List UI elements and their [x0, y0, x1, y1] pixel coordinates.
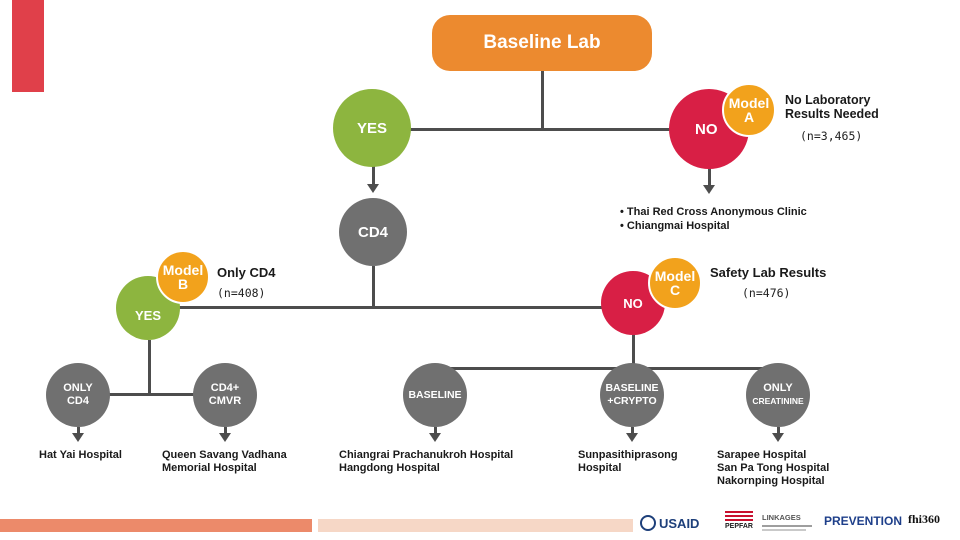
arrow-down-icon: [429, 433, 441, 442]
connector: [435, 367, 779, 370]
fhi360-text: fhi360: [908, 512, 941, 526]
hospital-item: Hangdong Hospital: [339, 462, 440, 474]
connector: [541, 71, 544, 129]
flag-icon: [725, 511, 753, 523]
leaf-line: +CRYPTO: [607, 395, 657, 407]
hospital-item: Chiangrai Prachanukroh Hospital: [339, 449, 514, 461]
hospital-item: Queen Savang Vadhana: [162, 449, 287, 461]
no-lab-line: Results Needed: [785, 107, 879, 121]
hospital-item: Nakornping Hospital: [717, 475, 825, 487]
no-label-c: NO: [623, 295, 643, 311]
prevention-text: PREVENTION: [824, 514, 903, 528]
site-item: • Thai Red Cross Anonymous Clinic: [620, 206, 807, 218]
hospital-list: Sunpasithiprasong Hospital: [578, 449, 678, 475]
safety-lab-count: (n=476): [742, 286, 791, 300]
hospital-item: Hat Yai Hospital: [39, 449, 122, 461]
connector: [372, 266, 375, 307]
prevention-logo: PREVENTION: [824, 514, 904, 532]
arrow-down-icon: [219, 433, 231, 442]
connector: [777, 427, 780, 434]
connector: [434, 427, 437, 434]
model-c-word: Model: [654, 268, 696, 284]
only-cd4-count: (n=408): [217, 286, 266, 300]
baseline-lab-title: Baseline Lab: [483, 32, 601, 53]
leaf-baseline-crypto: BASELINE +CRYPTO: [600, 363, 664, 427]
connector: [77, 427, 80, 434]
fhi360-logo: fhi360: [908, 512, 952, 532]
connector: [372, 128, 710, 131]
leaf-only-cd4: ONLY CD4: [46, 363, 110, 427]
connector: [148, 340, 151, 394]
pepfar-logo: PEPFAR: [720, 511, 758, 537]
footer-bar-left: [0, 519, 312, 532]
yes-label-b: YES: [134, 307, 161, 323]
arrow-down-icon: [626, 433, 638, 442]
arrow-down-icon: [703, 185, 715, 194]
usaid-logo: USAID: [640, 513, 712, 533]
linkages-logo: LINKAGES: [762, 513, 818, 533]
model-c-letter: C: [669, 282, 681, 298]
cd4-node: CD4: [339, 198, 407, 266]
arrow-down-icon: [367, 184, 379, 193]
hospital-list: Sarapee Hospital San Pa Tong Hospital Na…: [717, 449, 829, 488]
leaf-line: CD4+: [210, 382, 240, 394]
hospital-item: Sunpasithiprasong: [578, 449, 678, 461]
safety-lab-label: Safety Lab Results: [710, 265, 827, 280]
linkages-text: LINKAGES: [762, 513, 801, 522]
model-a-word: Model: [728, 95, 770, 111]
hospital-item: Memorial Hospital: [162, 462, 257, 474]
arrow-down-icon: [72, 433, 84, 442]
connector: [78, 393, 228, 396]
leaf-line: CMVR: [208, 395, 242, 407]
leaf-line: CREATININE: [752, 396, 804, 406]
model-a-sites: • Thai Red Cross Anonymous Clinic • Chia…: [620, 205, 807, 233]
model-b-badge: Model B: [156, 250, 210, 304]
leaf-line: ONLY: [763, 382, 793, 394]
hospital-item: San Pa Tong Hospital: [717, 462, 830, 474]
hospital-item: Hospital: [578, 462, 622, 474]
site-item: • Chiangmai Hospital: [620, 220, 730, 232]
usaid-seal-icon: [640, 515, 656, 531]
connector: [145, 306, 635, 309]
model-c-badge: Model C: [648, 256, 702, 310]
yes-node: YES: [333, 89, 411, 167]
footer-bar-right: [318, 519, 633, 532]
leaf-line: BASELINE: [605, 382, 659, 394]
yes-label: YES: [356, 119, 387, 137]
hospital-item: Sarapee Hospital: [717, 449, 807, 461]
no-lab-line: No Laboratory: [785, 93, 871, 107]
no-lab-count: (n=3,465): [800, 129, 863, 143]
model-a-badge: Model A: [722, 83, 776, 137]
leaf-line: CD4: [66, 395, 89, 407]
model-b-letter: B: [177, 276, 189, 292]
pepfar-text: PEPFAR: [724, 523, 753, 530]
model-a-letter: A: [743, 109, 755, 125]
leaf-line: BASELINE: [408, 388, 462, 401]
usaid-text: USAID: [659, 515, 700, 531]
connector: [372, 165, 375, 185]
connector: [632, 335, 635, 368]
no-lab-label: No Laboratory Results Needed: [785, 93, 879, 121]
cd4-label: CD4: [357, 223, 388, 241]
connector: [224, 427, 227, 434]
model-b-word: Model: [162, 262, 204, 278]
corner-accent-bar: [12, 0, 44, 92]
hospital-list: Chiangrai Prachanukroh Hospital Hangdong…: [339, 449, 513, 475]
baseline-lab-header: Baseline Lab: [432, 15, 652, 71]
leaf-only-creatinine: ONLY CREATININE: [746, 363, 810, 427]
leaf-baseline: BASELINE: [403, 363, 467, 427]
leaf-line: ONLY: [63, 382, 93, 394]
connector: [708, 168, 711, 186]
arrow-down-icon: [772, 433, 784, 442]
only-cd4-label: Only CD4: [217, 265, 276, 280]
connector: [631, 427, 634, 434]
no-label: NO: [695, 120, 718, 138]
hospital-list: Hat Yai Hospital: [39, 449, 122, 462]
leaf-cd4-cmvr: CD4+ CMVR: [193, 363, 257, 427]
hospital-list: Queen Savang Vadhana Memorial Hospital: [162, 449, 287, 475]
